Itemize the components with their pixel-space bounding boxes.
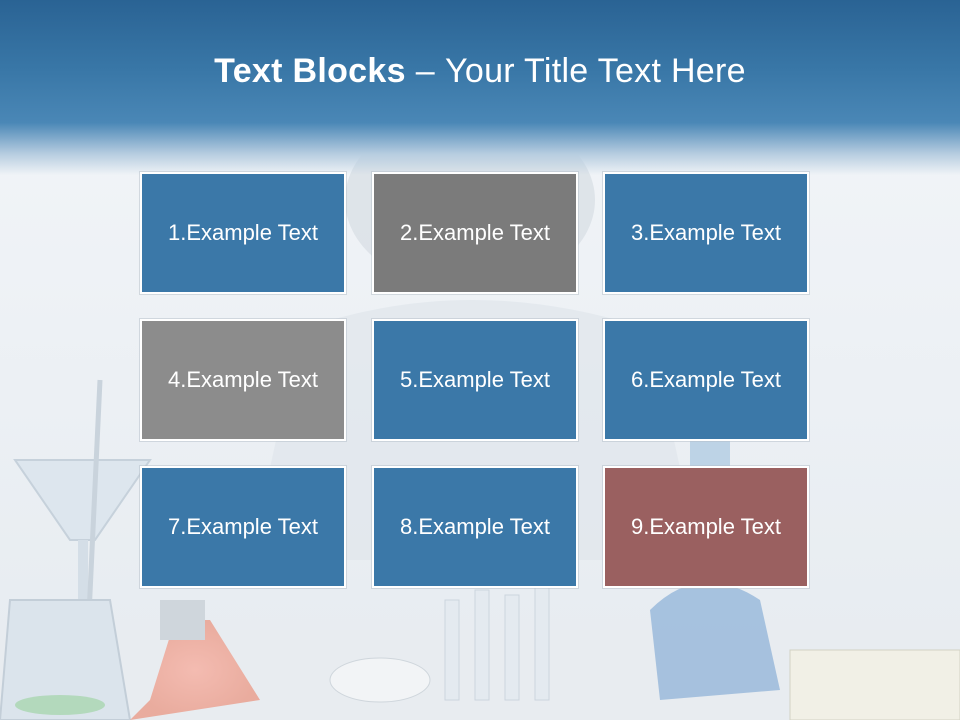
title-rest: Your Title Text Here [445, 52, 746, 90]
text-block-8[interactable]: 8.Example Text [372, 466, 578, 588]
text-block-1[interactable]: 1.Example Text [140, 172, 346, 294]
text-block-9[interactable]: 9.Example Text [603, 466, 809, 588]
text-block-5[interactable]: 5.Example Text [372, 319, 578, 441]
text-block-4[interactable]: 4.Example Text [140, 319, 346, 441]
title-bold: Text Blocks [214, 52, 406, 90]
title-dash: – [415, 52, 436, 90]
text-block-7[interactable]: 7.Example Text [140, 466, 346, 588]
text-block-2[interactable]: 2.Example Text [372, 172, 578, 294]
header-band [0, 0, 960, 175]
text-block-3[interactable]: 3.Example Text [603, 172, 809, 294]
text-block-6[interactable]: 6.Example Text [603, 319, 809, 441]
slide-title: Text Blocks–Your Title Text Here [0, 52, 960, 91]
